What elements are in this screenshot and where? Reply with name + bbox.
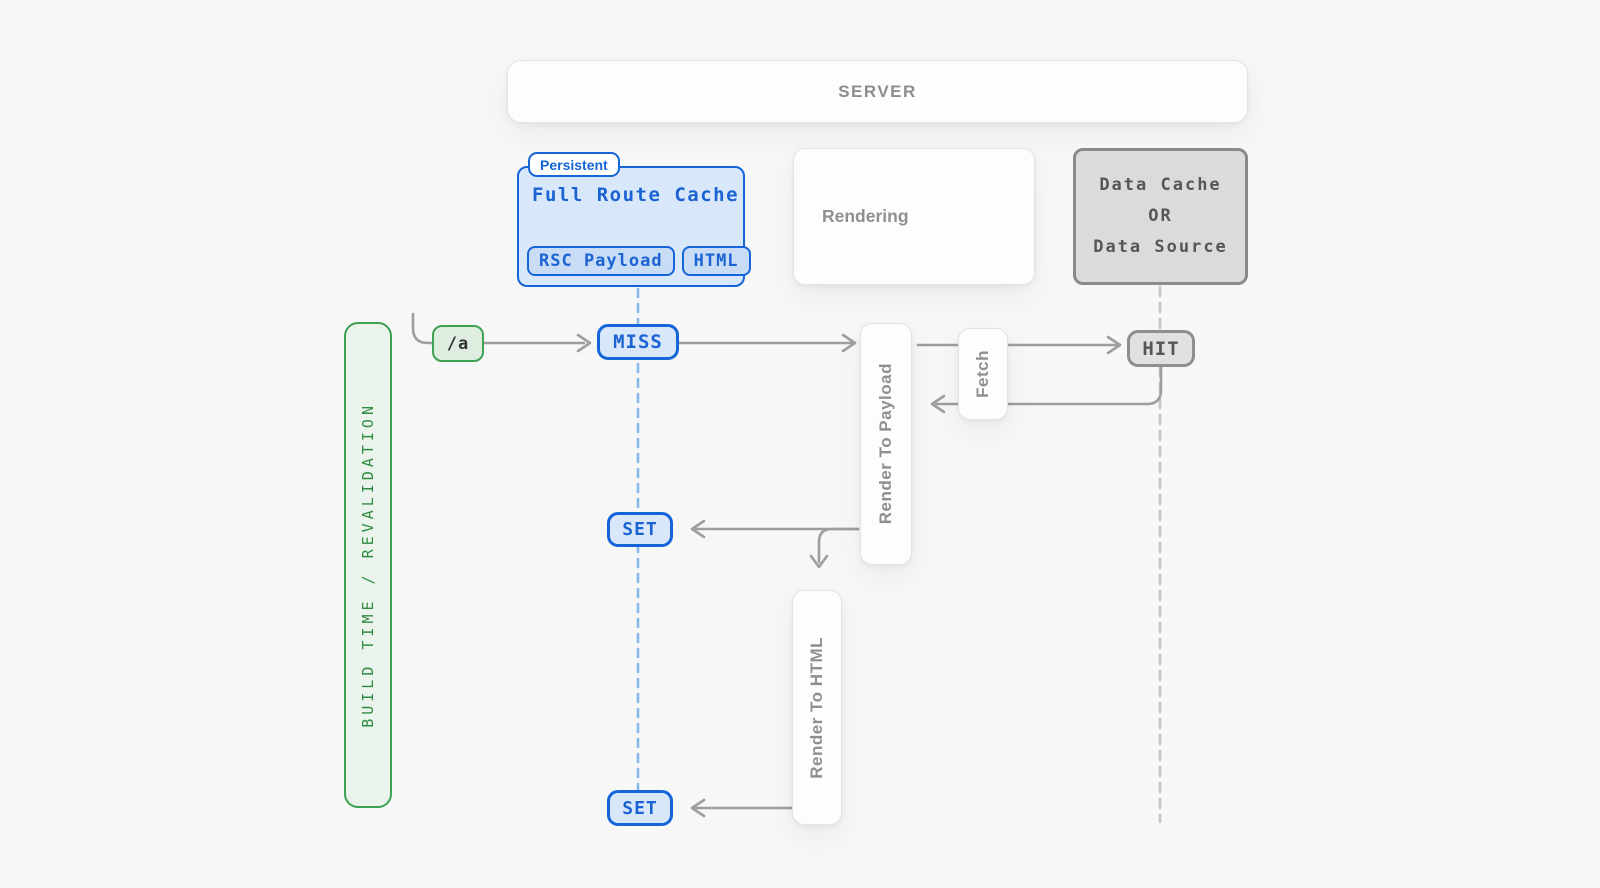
arrowhead-to-render-html xyxy=(809,554,829,569)
arrowhead-to-render-payload xyxy=(841,333,857,353)
set-html-chip: SET xyxy=(607,790,673,826)
route-chip: /a xyxy=(432,325,484,362)
persistent-badge: Persistent xyxy=(528,152,620,177)
render-to-html-label: Render To HTML xyxy=(807,636,826,779)
rendering-box: Rendering xyxy=(793,148,1035,285)
data-cache-line-1: Data Cache xyxy=(1099,175,1222,195)
full-route-cache-chips: RSC Payload HTML xyxy=(527,246,751,276)
data-cache-line-3: Data Source xyxy=(1093,237,1228,257)
render-to-payload-label: Render To Payload xyxy=(876,363,895,525)
edge-hit-return xyxy=(934,365,1163,406)
data-cache-box: Data Cache OR Data Source xyxy=(1073,148,1248,285)
arrowhead-hit-return xyxy=(930,394,946,414)
rsc-payload-chip: RSC Payload xyxy=(527,246,675,276)
set-payload-chip: SET xyxy=(607,512,673,547)
build-time-label: BUILD TIME / REVALIDATION xyxy=(359,402,377,728)
miss-chip: MISS xyxy=(597,324,679,360)
fetch-label: Fetch xyxy=(973,350,992,398)
arrowhead-to-hit xyxy=(1106,335,1122,355)
edge-branch-to-render-html xyxy=(817,527,860,564)
server-box: SERVER xyxy=(507,60,1248,123)
data-cache-line-2: OR xyxy=(1148,206,1173,226)
arrowhead-to-miss xyxy=(576,333,592,353)
render-to-html-box: Render To HTML xyxy=(792,590,842,825)
rendering-label: Rendering xyxy=(822,206,909,226)
render-to-payload-box: Render To Payload xyxy=(860,323,912,565)
build-time-lane: BUILD TIME / REVALIDATION xyxy=(344,322,392,808)
hit-chip: HIT xyxy=(1127,330,1195,367)
full-route-cache-box: Full Route Cache RSC Payload HTML xyxy=(517,166,751,287)
arrowhead-to-set-html xyxy=(690,798,706,818)
arrowhead-to-set-payload xyxy=(690,519,706,539)
full-route-cache-title: Full Route Cache xyxy=(532,184,740,206)
server-label: SERVER xyxy=(838,81,917,101)
html-chip: HTML xyxy=(681,246,751,276)
fetch-box: Fetch xyxy=(958,328,1008,420)
edge-request-to-miss xyxy=(411,312,586,345)
